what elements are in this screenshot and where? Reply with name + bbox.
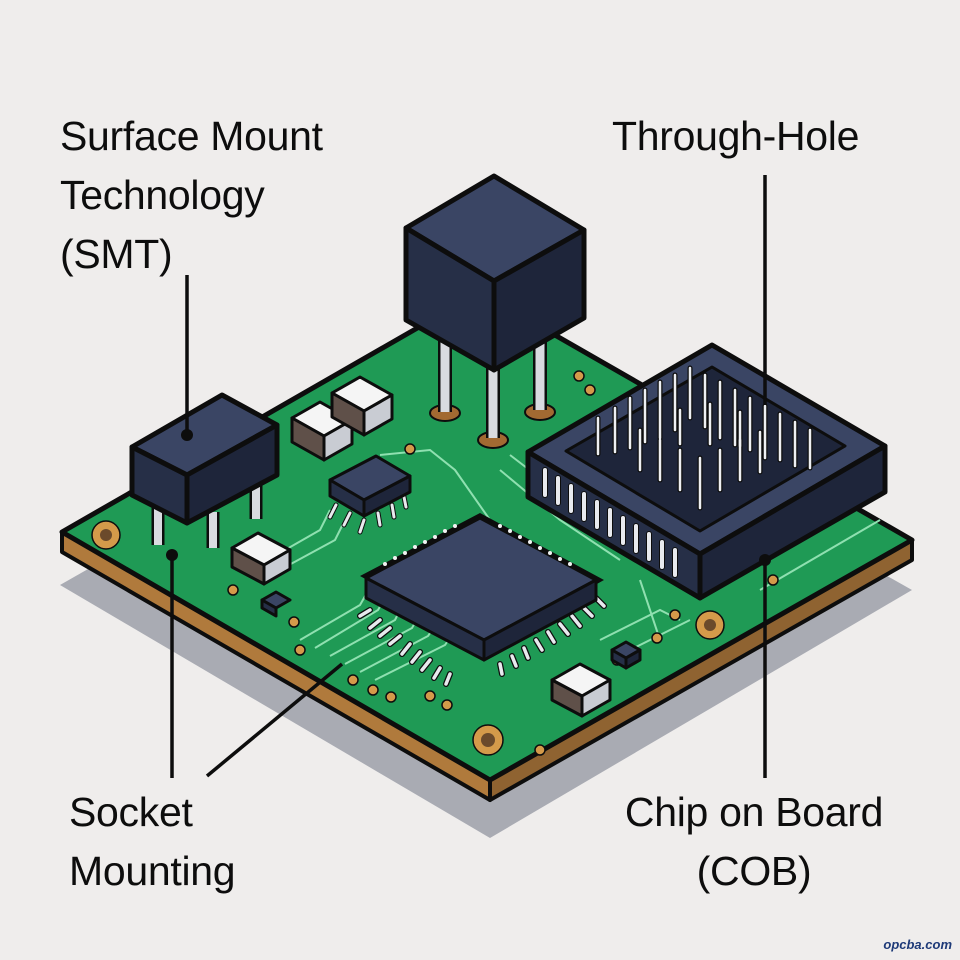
label-smt-line1: Surface Mount — [60, 113, 323, 159]
label-chip-on-board: Chip on Board (COB) — [603, 783, 905, 901]
soic-chip — [327, 454, 412, 535]
label-socket-line1: Socket — [69, 789, 193, 835]
leader-socket-2 — [205, 662, 344, 778]
label-smt-line2: Technology — [60, 172, 265, 218]
leader-dots — [166, 429, 771, 566]
smd-resistors — [230, 375, 642, 718]
label-socket-mounting: Socket Mounting — [69, 783, 236, 901]
label-smt: Surface Mount Technology (SMT) — [60, 107, 323, 284]
smt-component — [129, 392, 280, 548]
vias — [91, 370, 779, 756]
label-socket-line2: Mounting — [69, 848, 236, 894]
label-cob-line1: Chip on Board — [624, 789, 884, 835]
label-through-hole-line1: Through-Hole — [612, 113, 860, 159]
leader-lines — [170, 175, 767, 778]
label-smt-line3: (SMT) — [60, 231, 173, 277]
watermark: opcba.com — [883, 937, 952, 952]
label-cob-line2: (COB) — [696, 848, 812, 894]
through-hole-component — [403, 173, 587, 449]
label-through-hole: Through-Hole — [612, 107, 859, 166]
qfp-chip — [357, 513, 607, 687]
cob-socket — [525, 342, 888, 601]
